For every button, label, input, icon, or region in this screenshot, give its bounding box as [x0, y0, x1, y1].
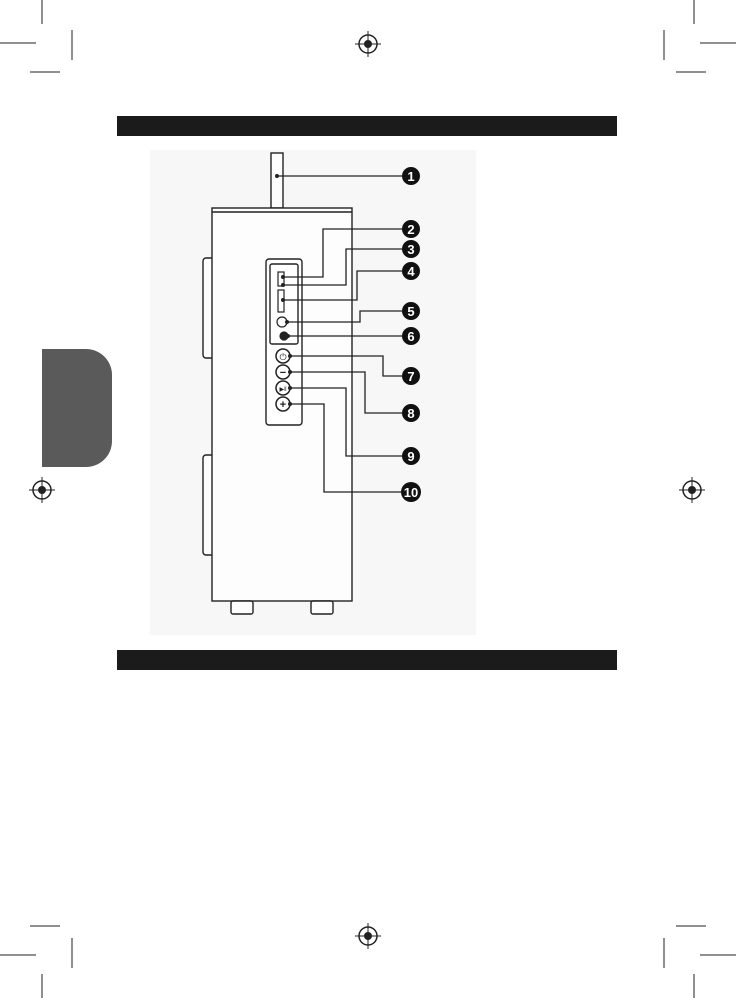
registration-mark-bottom — [355, 923, 381, 949]
callout-10: 10 — [401, 482, 421, 502]
button-volume-down[interactable]: − — [276, 365, 290, 379]
registration-mark-top — [355, 31, 381, 57]
callout-1: 1 — [402, 167, 420, 185]
button-play-pause[interactable]: ▶‖ — [276, 381, 290, 395]
svg-text:7: 7 — [407, 369, 414, 384]
callout-2: 2 — [402, 220, 420, 238]
callout-5: 5 — [402, 302, 420, 320]
registration-mark-right — [679, 477, 705, 503]
antenna — [271, 153, 283, 208]
svg-text:6: 6 — [407, 329, 414, 344]
svg-text:5: 5 — [407, 304, 414, 319]
callout-8: 8 — [402, 404, 420, 422]
plus-icon: + — [280, 399, 286, 411]
power-icon: ⏻ — [279, 352, 286, 362]
svg-text:10: 10 — [404, 485, 418, 500]
svg-text:2: 2 — [407, 222, 414, 237]
svg-text:8: 8 — [407, 406, 414, 421]
play-pause-icon: ▶‖ — [279, 387, 286, 393]
callout-3: 3 — [402, 240, 420, 258]
registration-mark-left — [29, 477, 55, 503]
svg-text:4: 4 — [407, 264, 415, 279]
callout-6: 6 — [402, 327, 420, 345]
callout-7: 7 — [402, 367, 420, 385]
minus-icon: − — [280, 367, 286, 379]
callout-9: 9 — [402, 447, 420, 465]
button-volume-up[interactable]: + — [276, 397, 290, 411]
svg-text:1: 1 — [407, 169, 414, 184]
svg-text:3: 3 — [407, 242, 414, 257]
svg-text:9: 9 — [407, 449, 414, 464]
button-power[interactable]: ⏻ — [276, 349, 290, 363]
callout-4: 4 — [402, 262, 420, 280]
